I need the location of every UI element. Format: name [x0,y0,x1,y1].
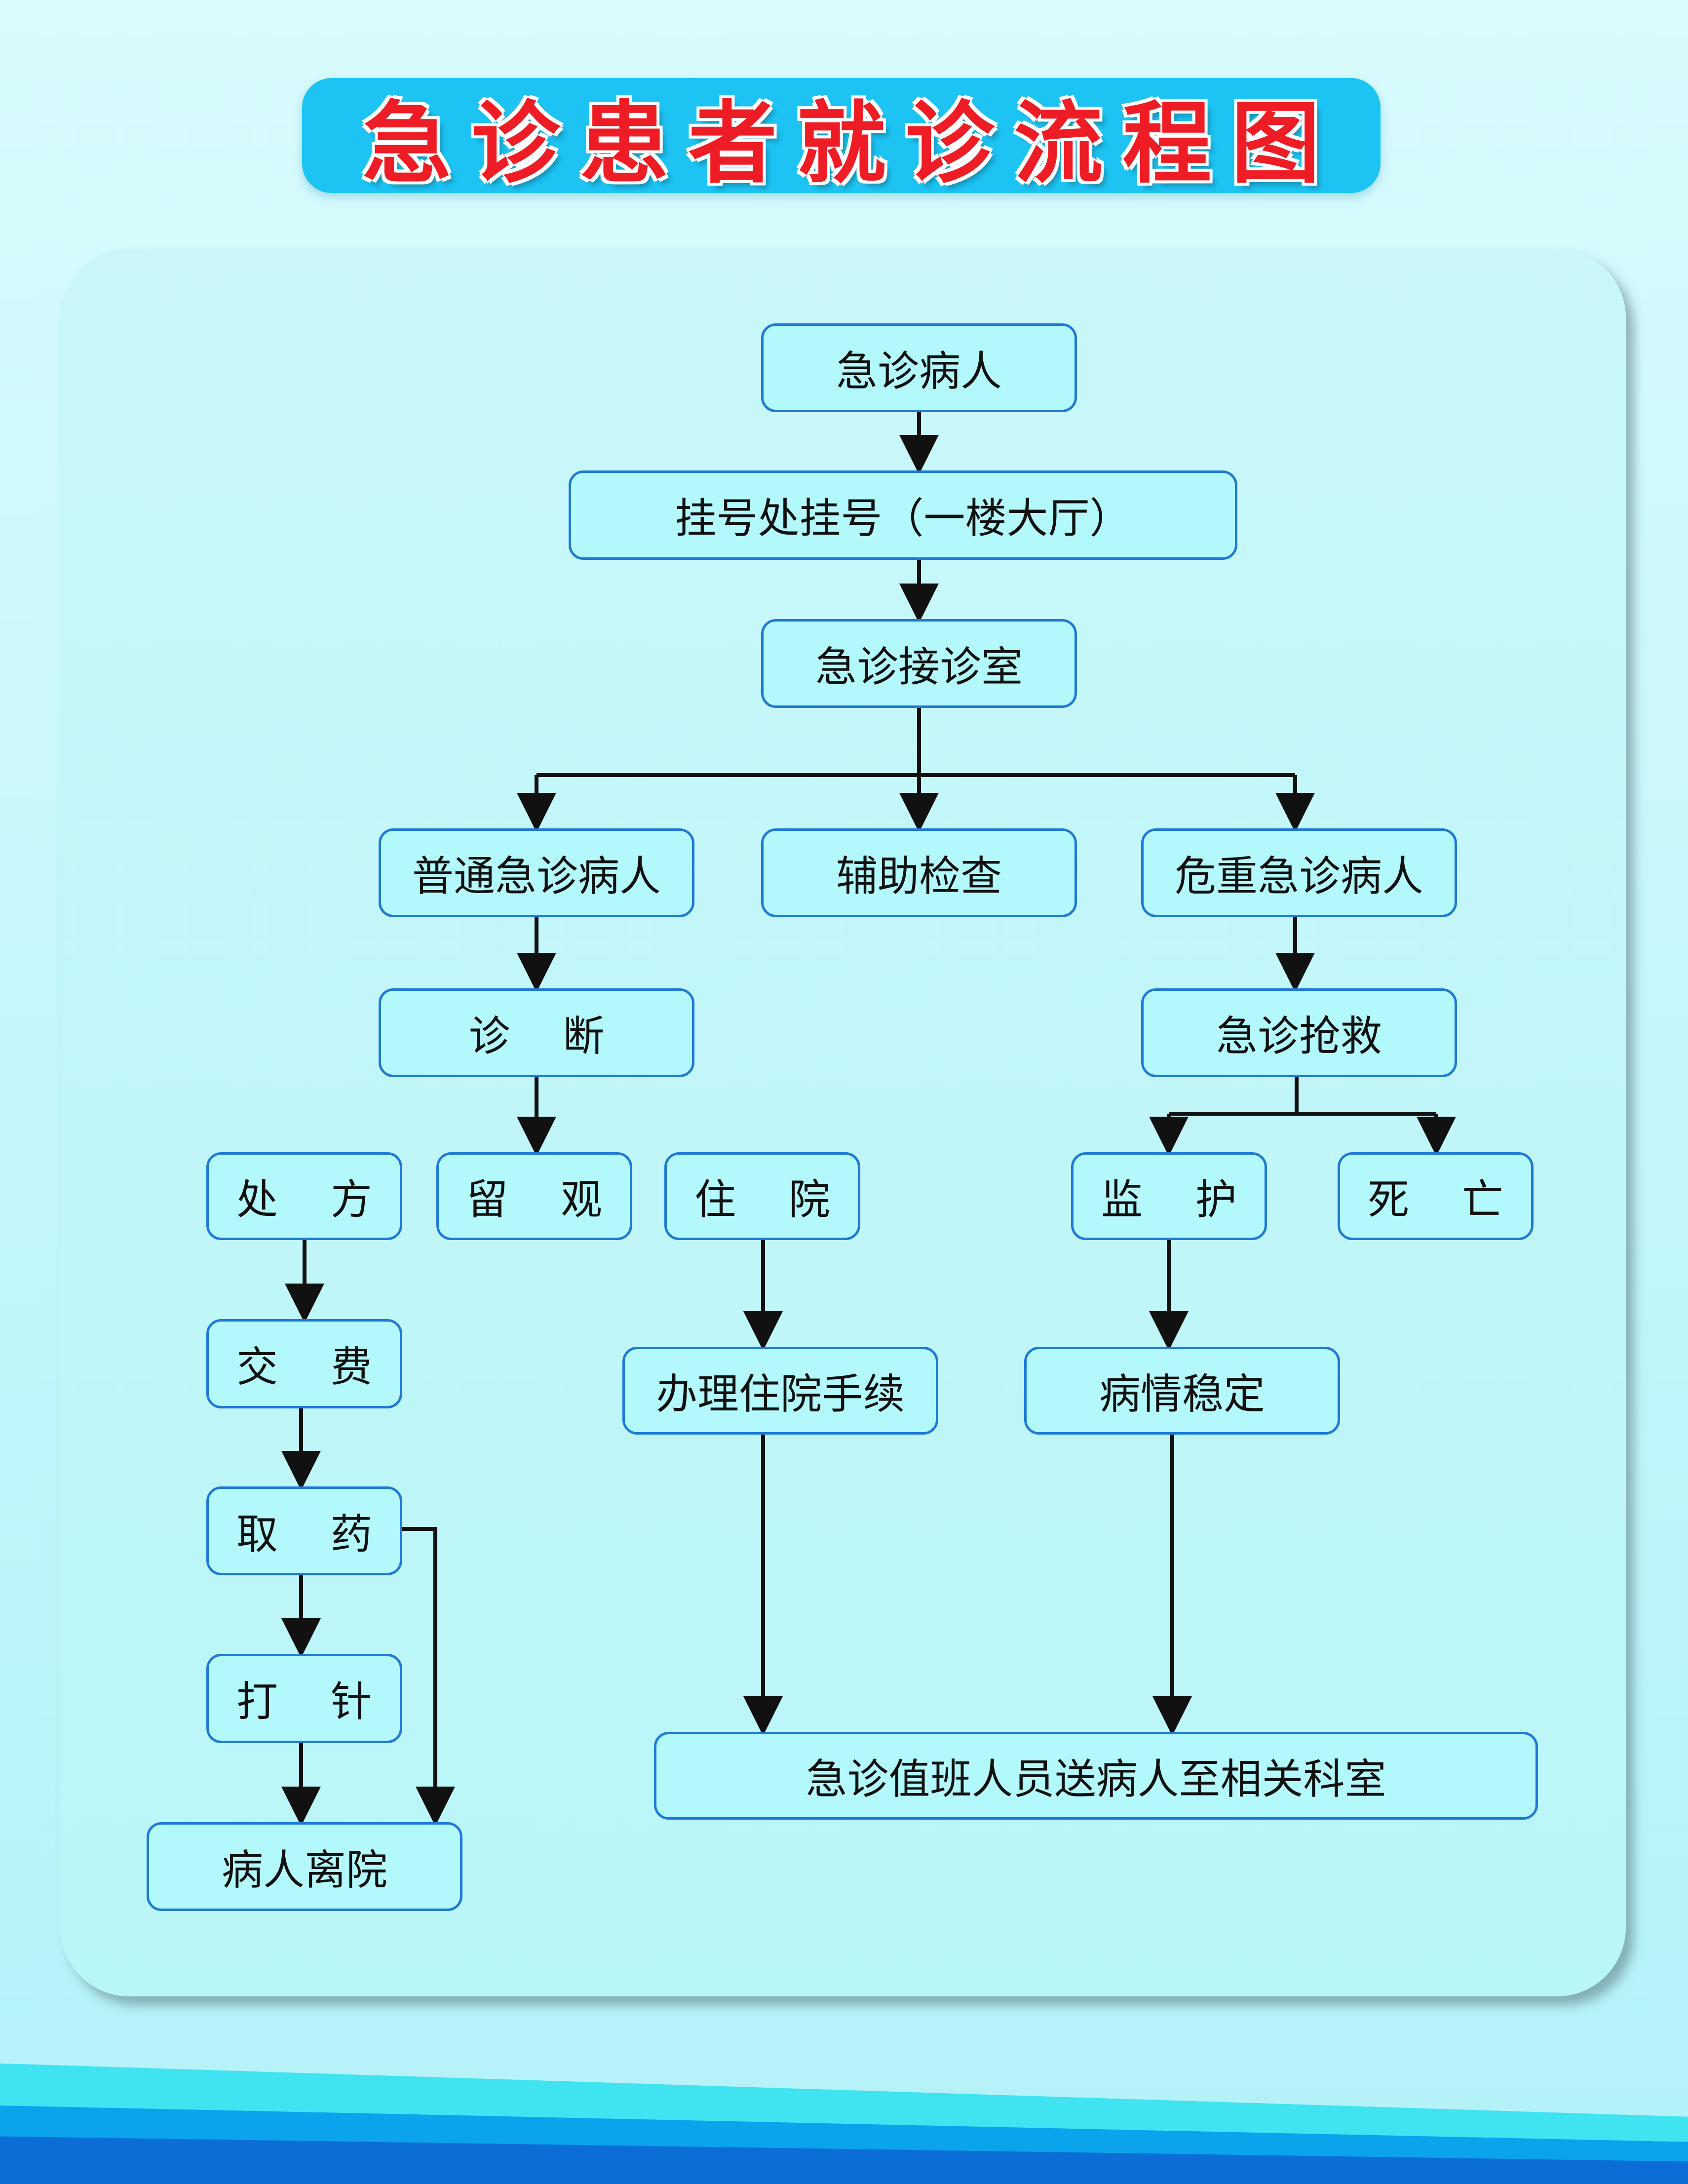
node-admission-procedures: 办理住院手续 [622,1347,938,1435]
node-rescue: 急诊抢救 [1141,988,1457,1077]
node-death: 死 亡 [1338,1152,1534,1240]
node-prescription: 处 方 [206,1152,402,1240]
node-critical-patient: 危重急诊病人 [1141,828,1457,917]
node-auxiliary-exam: 辅助检查 [761,828,1077,917]
node-hospitalization: 住 院 [664,1152,860,1240]
node-reception-room: 急诊接诊室 [761,619,1077,708]
node-general-patient: 普通急诊病人 [379,828,694,917]
page-title: 急诊患者就诊流程图 [361,91,1340,197]
node-injection: 打 针 [206,1654,402,1743]
node-monitoring: 监 护 [1071,1152,1267,1240]
node-registration: 挂号处挂号（一楼大厅） [569,470,1237,560]
title-banner: 急诊患者就诊流程图 [302,78,1381,197]
node-observation: 留 观 [436,1152,632,1240]
node-diagnosis: 诊 断 [379,988,694,1077]
node-get-medicine: 取 药 [206,1486,402,1575]
branch-line-rescue [1169,1077,1436,1116]
arrow-medicine-to-leave [402,1527,455,1826]
node-emergency-patient: 急诊病人 [761,323,1077,412]
node-condition-stable: 病情稳定 [1024,1347,1340,1435]
node-payment: 交 费 [206,1319,402,1408]
node-patient-leaves: 病人离院 [147,1822,462,1911]
node-transfer-department: 急诊值班人员送病人至相关科室 [654,1732,1538,1820]
